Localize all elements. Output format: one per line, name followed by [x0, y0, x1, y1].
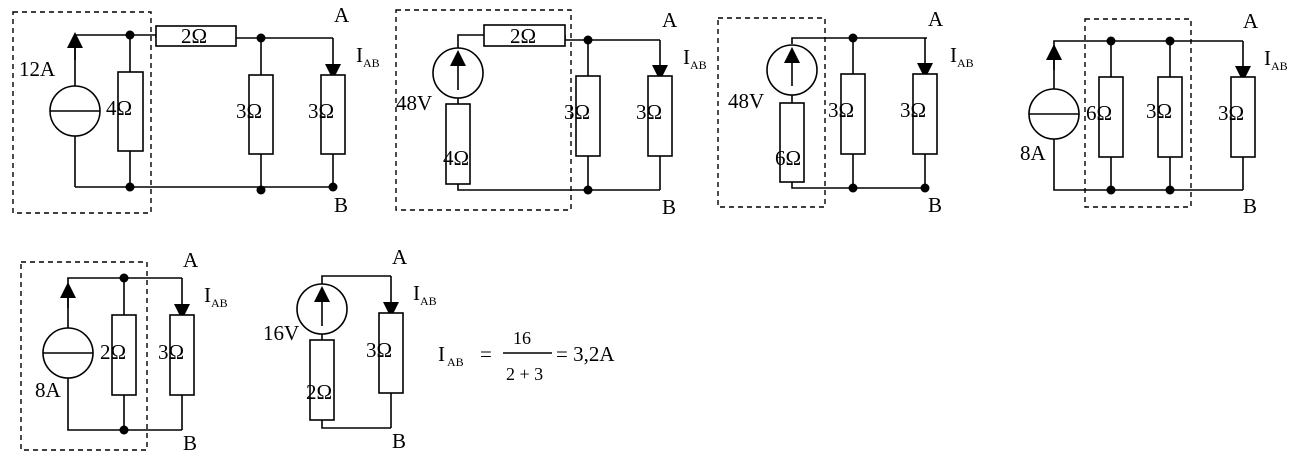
node-b-label: B	[928, 193, 942, 217]
fraction-denominator: 2 + 3	[506, 364, 543, 384]
resistor-label: 3Ω	[236, 99, 262, 123]
resistor-label: 4Ω	[106, 96, 132, 120]
resistor-label: 3Ω	[564, 100, 590, 124]
resistor-label: 3Ω	[1146, 99, 1172, 123]
node-b-label: B	[392, 429, 406, 453]
resistor-label: 2Ω	[510, 24, 536, 48]
resistor-2ohm-5	[111, 314, 137, 396]
resistor-3ohm-mid-2	[575, 75, 601, 157]
current-label: IAB	[683, 45, 707, 72]
resistor-3ohm-mid-1	[248, 74, 274, 155]
resistor-label: 2Ω	[306, 380, 332, 404]
node-b-label: B	[183, 431, 197, 455]
current-label: IAB	[356, 43, 380, 70]
node-b-label: B	[662, 195, 676, 219]
resistor-3ohm-mid-3	[840, 73, 866, 155]
dashed-box-2	[395, 9, 572, 211]
current-label: IAB	[413, 281, 437, 308]
resistor-label: 2Ω	[181, 24, 207, 48]
circuit-3: 48V 6Ω 3Ω 3Ω A B IAB	[717, 7, 974, 217]
dashed-box-4	[1084, 18, 1192, 208]
circuit-2: 48V 4Ω 2Ω 3Ω 3Ω A B IAB	[395, 8, 707, 219]
resistor-label: 3Ω	[158, 340, 184, 364]
resistor-3ohm-load-5	[169, 314, 195, 396]
resistor-label: 3Ω	[308, 99, 334, 123]
resistor-3ohm-load-6	[378, 312, 404, 394]
resistor-2ohm-1	[155, 25, 237, 47]
node-a-label: A	[183, 248, 199, 272]
current-label: IAB	[1264, 46, 1288, 73]
resistor-3ohm-load-1	[320, 74, 346, 155]
resistor-3ohm-mid-4	[1157, 76, 1183, 158]
source-label: 48V	[396, 91, 432, 115]
dashed-box-3	[717, 17, 826, 208]
resistor-6ohm-3	[779, 102, 805, 183]
resistor-label: 3Ω	[828, 98, 854, 122]
node-a-label: A	[334, 3, 350, 27]
fraction-numerator: 16	[513, 328, 531, 348]
dashed-box-1	[12, 11, 152, 214]
resistor-label: 6Ω	[1086, 101, 1112, 125]
source-label: 8A	[1020, 141, 1047, 165]
node-b-label: B	[334, 193, 348, 217]
resistor-label: 3Ω	[366, 338, 392, 362]
resistor-label: 3Ω	[636, 100, 662, 124]
resistor-label: 3Ω	[900, 98, 926, 122]
equation-equals: =	[480, 342, 492, 366]
node-a-label: A	[1243, 9, 1259, 33]
source-label: 16V	[263, 321, 299, 345]
source-label: 48V	[728, 89, 764, 113]
circuit-1: 12A 4Ω 2Ω 3Ω 3Ω A B IAB	[12, 3, 380, 217]
node-b-label: B	[1243, 194, 1257, 218]
resistor-label: 4Ω	[443, 146, 469, 170]
resistor-4ohm-2	[445, 103, 471, 185]
dashed-box-5	[20, 261, 148, 451]
current-label: IAB	[204, 283, 228, 310]
current-label: IAB	[950, 43, 974, 70]
resistor-label: 3Ω	[1218, 101, 1244, 125]
node-a-label: A	[392, 245, 408, 269]
circuit-5: 8A 2Ω 3Ω A B IAB	[20, 248, 228, 455]
resistor-4ohm-1	[117, 71, 144, 152]
resistor-label: 6Ω	[775, 146, 801, 170]
source-label: 8A	[35, 378, 62, 402]
node-a-label: A	[928, 7, 944, 31]
source-label: 12A	[19, 57, 56, 81]
resistor-3ohm-load-4	[1230, 76, 1256, 158]
resistor-label: 2Ω	[100, 340, 126, 364]
resistor-2ohm-2	[483, 24, 566, 47]
circuit-4: 8A 6Ω 3Ω 3Ω A B IAB	[1020, 9, 1288, 218]
node-a-label: A	[662, 8, 678, 32]
equation-result: = 3,2A	[556, 342, 615, 366]
circuit-6: 16V 2Ω 3Ω A B IAB	[263, 245, 437, 453]
